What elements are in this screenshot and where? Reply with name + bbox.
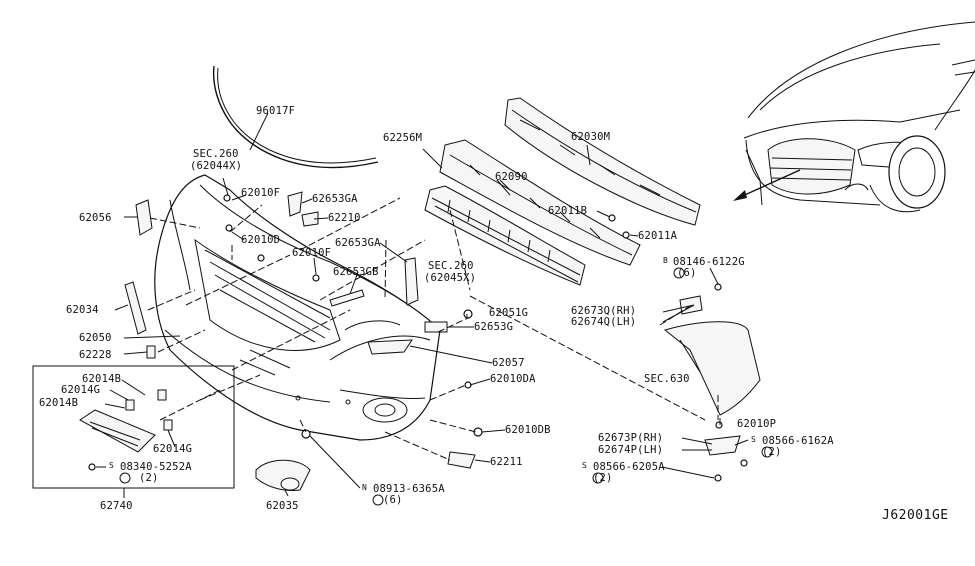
label-62090: 62090 [495, 171, 528, 183]
label-62010DA: 62010DA [490, 373, 536, 385]
cover-62211 [447, 451, 476, 469]
label-08340-5252A-qty: (2) [139, 472, 159, 484]
label-62653GA-b: 62653GA [335, 237, 381, 249]
label-62211: 62211 [490, 456, 523, 468]
bracket-62653GB [329, 289, 365, 307]
dashed-assembly-lines [147, 197, 719, 461]
bracket-62057 [367, 339, 413, 355]
upper-moulding-96017F [212, 65, 379, 169]
bumper-fascia [154, 174, 441, 441]
label-62740: 62740 [100, 500, 133, 512]
s-circle-icon [592, 472, 604, 484]
label-08913-6365A-qty: (6) [383, 494, 403, 506]
fender-protector-sec630 [663, 321, 761, 416]
symbol-b-08146: B [663, 256, 669, 265]
label-62050: 62050 [79, 332, 112, 344]
label-62011B: 62011B [548, 205, 588, 217]
label-08566-6162A-qty: (2) [762, 446, 782, 458]
b-circle-icon [673, 267, 685, 279]
label-62014B-b: 62014B [39, 397, 79, 409]
bracket-62056 [135, 199, 153, 236]
fog-cover-62035 [255, 459, 311, 491]
label-62057: 62057 [492, 357, 525, 369]
reinforcement-62030M [504, 97, 701, 226]
label-sec630: SEC.630 [644, 373, 690, 385]
label-sec260-62045x: SEC.260 [428, 260, 474, 272]
label-08146-6122G: 08146-6122G [673, 256, 745, 268]
label-62256M: 62256M [383, 132, 423, 144]
label-62010DB: 62010DB [505, 424, 551, 436]
label-sec260-62044x-sub: (62044X) [190, 160, 243, 172]
symbol-s-08566b: S [582, 461, 588, 470]
n-circle-icon [372, 494, 384, 506]
label-62014B-a: 62014B [82, 373, 122, 385]
label-62673P-RH: 62673P(RH) [598, 432, 664, 444]
label-62034: 62034 [66, 304, 99, 316]
s-circle-icon [761, 446, 773, 458]
label-62011A: 62011A [638, 230, 678, 242]
bracket-62034 [124, 281, 147, 335]
label-62010F-a: 62010F [241, 187, 281, 199]
s-circle-08566b [579, 460, 604, 485]
label-62010P: 62010P [737, 418, 777, 430]
label-62051G: 62051G [489, 307, 529, 319]
diagram-code: J62001GE [882, 508, 949, 523]
clip-62228 [146, 345, 156, 359]
label-08340-5252A [106, 460, 131, 485]
leader-lines [96, 144, 749, 497]
label-sec260-62044x: SEC.260 [193, 148, 239, 160]
plate-bracket-62740 [79, 409, 156, 453]
bracket-62653G [424, 321, 448, 333]
label-08913-6365A: 08913-6365A [373, 483, 445, 495]
label-62056: 62056 [79, 212, 112, 224]
bracket-62653GA-upper [287, 191, 303, 217]
symbol-s-08566a: S [751, 435, 757, 444]
label-62030M: 62030M [571, 131, 611, 143]
bracket-62653GA-lower [404, 257, 419, 306]
label-08566-6205A-qty: (2) [593, 472, 613, 484]
symbol-n-08913: N [362, 483, 368, 492]
label-08566-6205A: 08566-6205A [593, 461, 665, 473]
label-62674P-LH: 62674P(LH) [598, 444, 664, 456]
label-08566-6162A: 08566-6162A [762, 435, 834, 447]
label-sec260-62045x-sub: (62045X) [424, 272, 477, 284]
label-62014G-a: 62014G [61, 384, 101, 396]
label-08146-6122G-qty: (6) [677, 267, 697, 279]
label-62210: 62210 [328, 212, 361, 224]
label-62228: 62228 [79, 349, 112, 361]
n-circle-08913 [359, 482, 384, 507]
label-62010F-b: 62010F [292, 247, 332, 259]
s-circle-08566a [748, 434, 773, 459]
s-circle-icon [119, 472, 131, 484]
label-62653G: 62653G [474, 321, 514, 333]
label-62653GB: 62653GB [333, 266, 379, 278]
absorber-62090 [439, 139, 641, 266]
bracket-62673P [704, 435, 741, 456]
grille-62256M [424, 185, 586, 286]
label-62674Q-LH: 62674Q(LH) [571, 316, 637, 328]
b-circle-08146 [660, 255, 685, 280]
label-08340-5252A-text: 08340-5252A [120, 461, 192, 473]
label-62010D: 62010D [241, 234, 281, 246]
symbol-s-08340: S [109, 461, 115, 470]
inset-box-62740 [32, 365, 235, 489]
label-62673Q-RH: 62673Q(RH) [571, 305, 637, 317]
vehicle-front-view [733, 21, 975, 213]
clip-62210 [301, 211, 319, 227]
label-62014G-b: 62014G [153, 443, 193, 455]
label-62653GA-a: 62653GA [312, 193, 358, 205]
label-62035: 62035 [266, 500, 299, 512]
label-96017F: 96017F [256, 105, 296, 117]
